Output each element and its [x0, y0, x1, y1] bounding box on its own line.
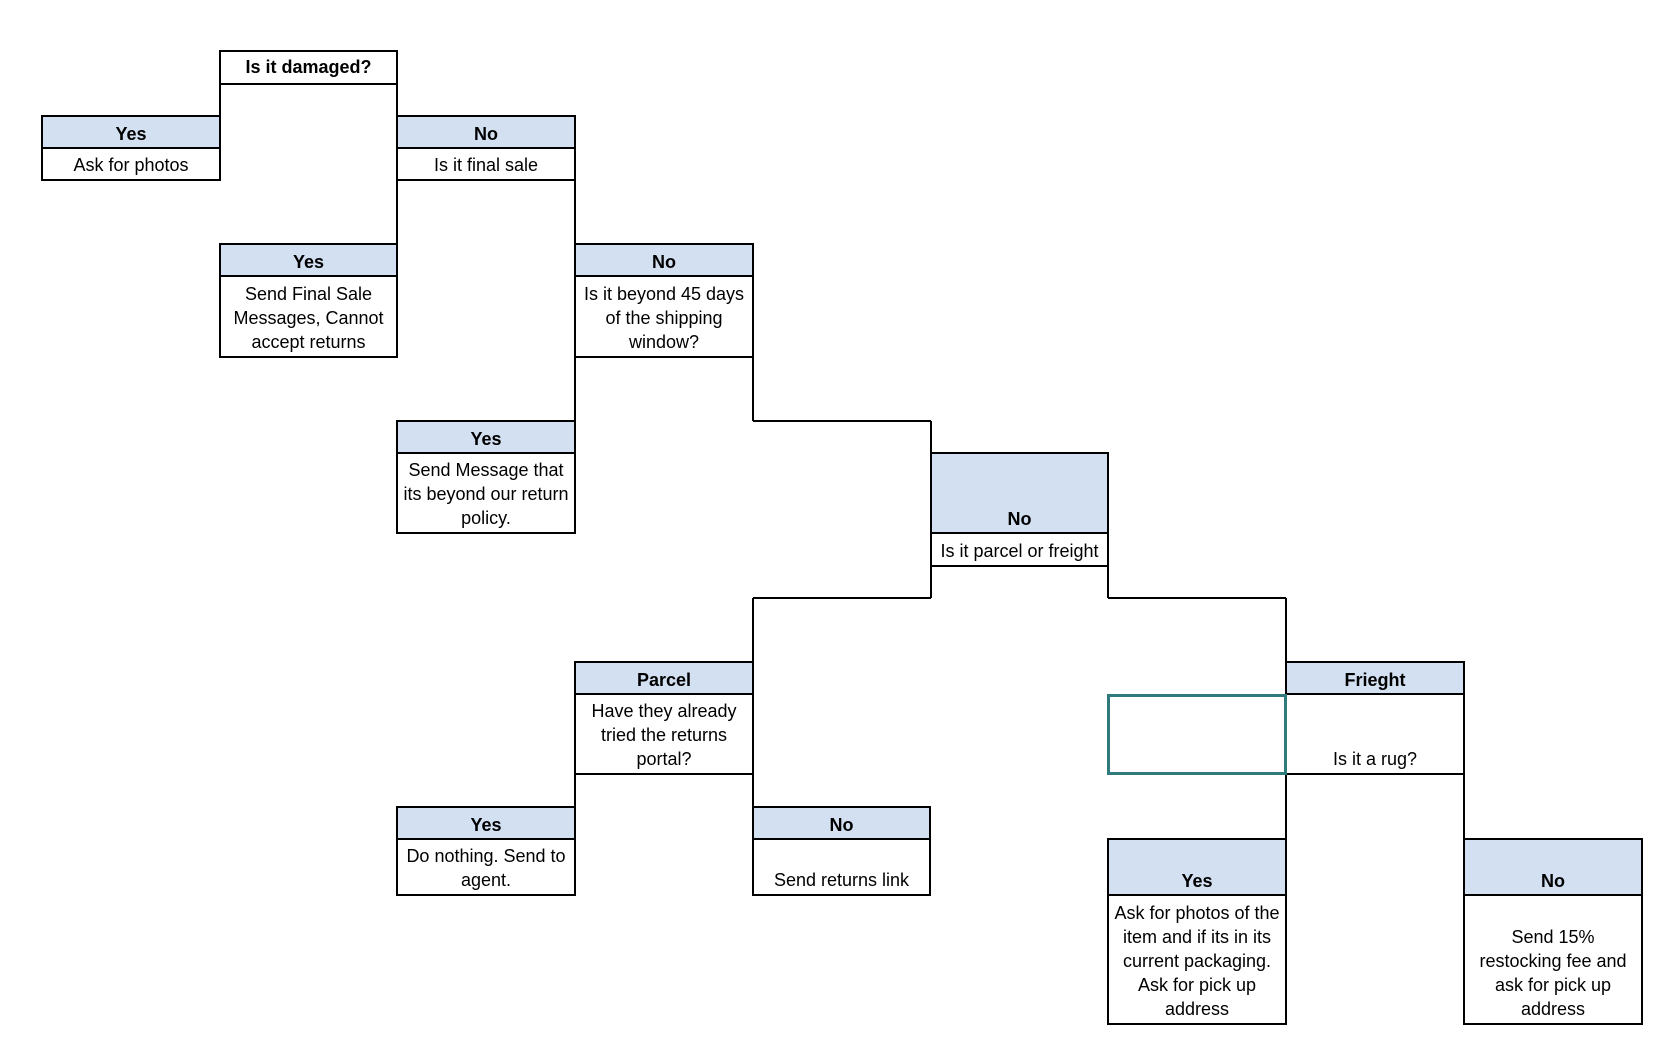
beyond-yes-action: Send Message that its beyond our return …: [396, 452, 576, 534]
rug-no-header: No: [1463, 838, 1643, 896]
damaged-no-header: No: [396, 115, 576, 149]
damaged-yes-action: Ask for photos: [41, 147, 221, 181]
rug-no-action: Send 15% restocking fee and ask for pick…: [1463, 894, 1643, 1025]
parcel-header: Parcel: [574, 661, 754, 695]
portal-no-action: Send returns link: [752, 838, 931, 896]
beyond-no-header: No: [930, 452, 1109, 534]
root-question: Is it damaged?: [219, 50, 398, 85]
portal-no-header: No: [752, 806, 931, 840]
selected-cell[interactable]: [1107, 694, 1287, 775]
rug-yes-header: Yes: [1107, 838, 1287, 896]
beyond-45-days-question: Is it beyond 45 days of the shipping win…: [574, 275, 754, 358]
final-sale-no-header: No: [574, 243, 754, 277]
returns-portal-question: Have they already tried the returns port…: [574, 693, 754, 775]
final-sale-question: Is it final sale: [396, 147, 576, 181]
damaged-yes-header: Yes: [41, 115, 221, 149]
final-sale-yes-header: Yes: [219, 243, 398, 277]
is-it-a-rug-question: Is it a rug?: [1285, 693, 1465, 775]
final-sale-yes-action: Send Final Sale Messages, Cannot accept …: [219, 275, 398, 358]
portal-yes-header: Yes: [396, 806, 576, 840]
parcel-or-freight-question: Is it parcel or freight: [930, 532, 1109, 567]
beyond-yes-header: Yes: [396, 420, 576, 454]
rug-yes-action: Ask for photos of the item and if its in…: [1107, 894, 1287, 1025]
freight-header: Frieght: [1285, 661, 1465, 695]
portal-yes-action: Do nothing. Send to agent.: [396, 838, 576, 896]
